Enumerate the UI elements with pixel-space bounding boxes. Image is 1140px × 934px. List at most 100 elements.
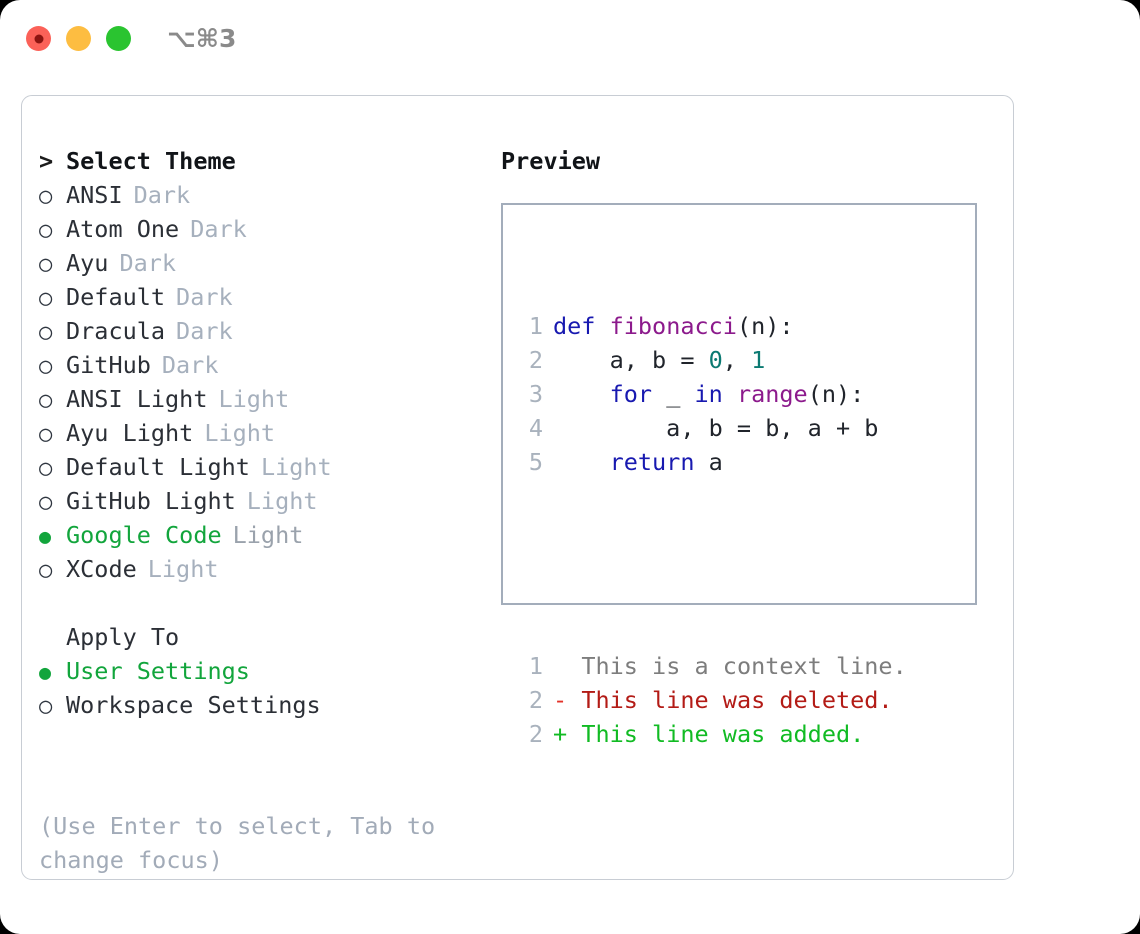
theme-picker-header: > Select Theme [39, 144, 499, 178]
diff-text: This line was deleted. [581, 686, 893, 714]
preview-title: Preview [501, 147, 601, 175]
apply-to-header: Apply To [39, 620, 499, 654]
diff-text: This line was added. [581, 720, 865, 748]
code-token: fibonacci [609, 312, 737, 340]
diff-line: 1 This is a context line. [517, 649, 907, 683]
caret-icon: > [39, 147, 54, 175]
code-token: in [694, 380, 723, 408]
apply-to-title: Apply To [66, 623, 180, 651]
radio-unselected-icon[interactable]: ○ [39, 252, 53, 277]
line-number: 4 [528, 414, 543, 442]
diff-gap [567, 686, 581, 714]
diff-gap [567, 720, 581, 748]
radio-unselected-icon[interactable]: ○ [39, 320, 53, 345]
theme-variant-tag: Dark [176, 317, 233, 345]
theme-name: Ayu Light [66, 419, 194, 447]
code-token: 1 [751, 346, 766, 374]
code-line: 3 for _ in range(n): [517, 377, 907, 411]
close-button[interactable] [26, 26, 51, 51]
code-token: for [609, 380, 653, 408]
theme-variant-tag: Light [246, 487, 318, 515]
theme-list-item[interactable]: ○ ANSI Dark [39, 178, 499, 212]
theme-name: ANSI Light [66, 385, 208, 413]
theme-list-item[interactable]: ○ ANSI Light Light [39, 382, 499, 416]
code-line: 5 return a [517, 445, 907, 479]
minimize-button[interactable] [66, 26, 91, 51]
theme-variant-tag: Light [260, 453, 332, 481]
radio-unselected-icon[interactable]: ○ [39, 422, 53, 447]
radio-selected-icon[interactable]: ● [39, 660, 52, 684]
radio-unselected-icon[interactable]: ○ [39, 218, 53, 243]
code-token [553, 380, 610, 408]
radio-unselected-icon[interactable]: ○ [39, 354, 53, 379]
radio-unselected-icon[interactable]: ○ [39, 184, 53, 209]
theme-list-item[interactable]: ● Google Code Light [39, 518, 499, 552]
traffic-lights [26, 26, 131, 51]
diff-gap [567, 652, 581, 680]
theme-list-item[interactable]: ○ Ayu Dark [39, 246, 499, 280]
theme-variant-tag: Dark [176, 283, 233, 311]
diff-sign [553, 652, 567, 680]
theme-list-item[interactable]: ○ GitHub Dark [39, 348, 499, 382]
apply-to-item[interactable]: ● User Settings [39, 654, 499, 688]
theme-picker-title: Select Theme [66, 147, 236, 175]
code-token [723, 380, 737, 408]
title-bar: ⌥⌘3 [0, 0, 1140, 78]
theme-list-item[interactable]: ○ Atom One Dark [39, 212, 499, 246]
theme-name: Atom One [66, 215, 180, 243]
theme-variant-tag: Dark [133, 181, 191, 209]
theme-variant-tag: Dark [119, 249, 177, 277]
apply-to-label: User Settings [66, 657, 250, 685]
theme-name: Default [66, 283, 166, 311]
code-token: (n): [736, 312, 794, 340]
theme-list-item[interactable]: ○ Default Dark [39, 280, 499, 314]
code-token: a, b = b, a + b [553, 414, 879, 442]
code-token: (n): [807, 380, 865, 408]
keyboard-hint-line-2: change focus) [39, 846, 223, 874]
theme-variant-tag: Dark [190, 215, 247, 243]
diff-line: 2- This line was deleted. [517, 683, 907, 717]
apply-to-header-marker [39, 622, 66, 656]
theme-list-item[interactable]: ○ GitHub Light Light [39, 484, 499, 518]
keyboard-hint-line-1: (Use Enter to select, Tab to [39, 812, 436, 840]
code-token [595, 312, 609, 340]
radio-unselected-icon[interactable]: ○ [39, 694, 53, 719]
apply-to-label: Workspace Settings [66, 691, 321, 719]
theme-name: Ayu [66, 249, 109, 277]
theme-variant-tag: Light [218, 385, 290, 413]
radio-unselected-icon[interactable]: ○ [39, 490, 53, 515]
radio-unselected-icon[interactable]: ○ [39, 558, 53, 583]
diff-line: 2+ This line was added. [517, 717, 907, 751]
code-blank-line [517, 547, 907, 581]
radio-unselected-icon[interactable]: ○ [39, 286, 53, 311]
diff-line-number: 1 [528, 652, 543, 680]
code-token: _ [652, 380, 695, 408]
code-line: 4 a, b = b, a + b [517, 411, 907, 445]
theme-name: Google Code [66, 521, 222, 549]
radio-unselected-icon[interactable]: ○ [39, 456, 53, 481]
theme-name: ANSI [66, 181, 123, 209]
theme-name: GitHub [66, 351, 151, 379]
theme-name: GitHub Light [66, 487, 236, 515]
theme-name: XCode [66, 555, 137, 583]
apply-to-item[interactable]: ○ Workspace Settings [39, 688, 499, 722]
code-token: range [736, 380, 808, 408]
theme-variant-tag: Dark [161, 351, 219, 379]
theme-variant-tag: Light [232, 521, 304, 549]
code-token: return [609, 448, 695, 476]
zoom-button[interactable] [106, 26, 131, 51]
radio-unselected-icon[interactable]: ○ [39, 388, 53, 413]
radio-selected-icon[interactable]: ● [39, 524, 52, 548]
diff-sign: - [553, 686, 568, 714]
